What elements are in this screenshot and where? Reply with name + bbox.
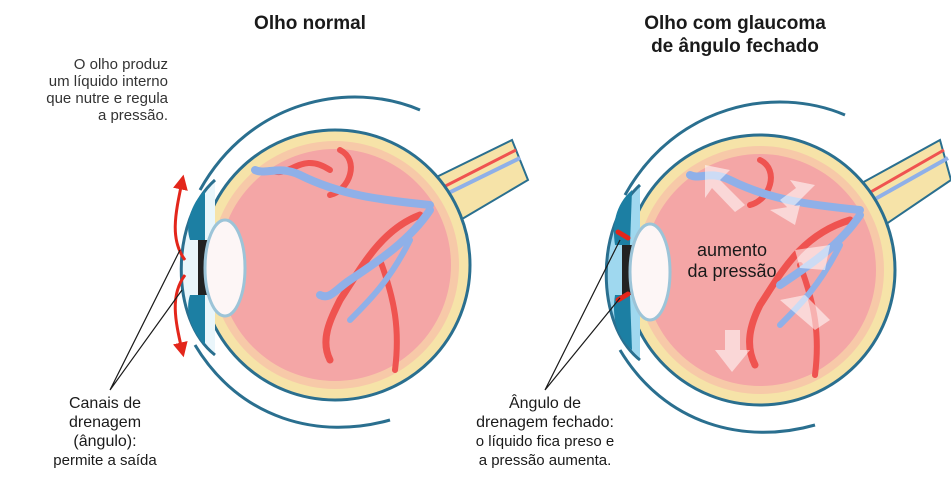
left-callout: Canais de drenagem (ângulo): permite a s… — [30, 394, 180, 470]
right-callout-line-2: drenagem fechado: — [430, 413, 660, 432]
iris-bottom — [188, 295, 205, 345]
left-callout-sub: permite a saída — [30, 451, 180, 470]
pressure-line-2: da pressão — [672, 261, 792, 282]
right-callout: Ângulo de drenagem fechado: o líquido fi… — [430, 394, 660, 470]
pressure-label: aumento da pressão — [672, 240, 792, 282]
iris-top — [188, 190, 205, 240]
right-callout-sub-1: o líquido fica preso e — [430, 432, 660, 451]
lens — [205, 220, 245, 316]
retina — [219, 149, 451, 381]
left-callout-line-2: drenagem — [30, 413, 180, 432]
pressure-line-1: aumento — [672, 240, 792, 261]
normal-eye — [110, 97, 528, 427]
left-callout-line-3: (ângulo): — [30, 432, 180, 451]
right-callout-sub-2: a pressão aumenta. — [430, 451, 660, 470]
right-callout-line-1: Ângulo de — [430, 394, 660, 413]
left-callout-line-1: Canais de — [30, 394, 180, 413]
